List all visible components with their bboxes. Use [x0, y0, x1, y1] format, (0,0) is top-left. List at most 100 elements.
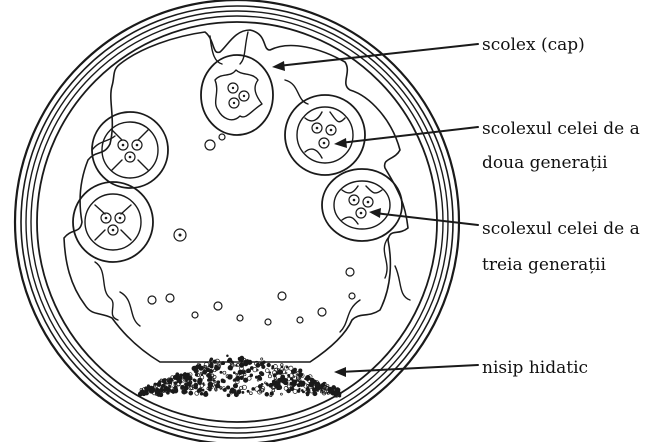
- sand-grain: [252, 389, 254, 391]
- sand-grain: [281, 366, 283, 368]
- sand-grain: [203, 370, 207, 374]
- sand-grain: [257, 375, 261, 379]
- sand-grain: [198, 388, 202, 392]
- sand-grain: [286, 366, 288, 368]
- sand-grain: [283, 381, 286, 384]
- sand-grain: [157, 382, 161, 386]
- sand-grain: [205, 391, 208, 394]
- sand-grain: [240, 376, 244, 380]
- sand-grain: [226, 386, 229, 389]
- sand-grain: [298, 373, 302, 377]
- sand-grain: [233, 372, 235, 374]
- sand-grain: [220, 371, 222, 373]
- sand-grain: [203, 383, 205, 385]
- sand-grain: [267, 363, 271, 367]
- sand-grain: [194, 379, 197, 382]
- sand-grain: [306, 393, 309, 396]
- sand-grain: [250, 392, 253, 395]
- sand-grain: [206, 368, 209, 371]
- label-third-generation-line2: treia generații: [482, 255, 606, 275]
- brood-capsule-left: [73, 182, 153, 262]
- sand-grain: [207, 379, 210, 382]
- sand-grain: [331, 389, 333, 391]
- sand-grain: [272, 389, 275, 392]
- sand-grain: [242, 391, 244, 393]
- sand-grain: [320, 387, 322, 389]
- label-second-generation-line2: doua generații: [482, 153, 608, 173]
- sand-grain: [186, 387, 188, 389]
- sand-grain: [315, 382, 320, 387]
- sand-grain: [275, 385, 278, 388]
- sand-grain: [312, 387, 314, 389]
- sand-grain: [227, 355, 229, 357]
- sand-grain: [223, 371, 226, 374]
- sand-grain: [291, 370, 295, 374]
- sand-grain: [222, 362, 225, 365]
- sand-grain: [185, 391, 187, 393]
- sand-grain: [250, 367, 253, 370]
- label-second-generation-line1: scolexul celei de a: [482, 119, 640, 139]
- sand-grain: [299, 388, 301, 390]
- sand-grain: [269, 372, 271, 374]
- sand-grain: [209, 363, 213, 367]
- sand-grain: [160, 379, 162, 381]
- sand-grain: [223, 388, 226, 391]
- sand-grain: [198, 378, 203, 383]
- sand-grain: [227, 394, 230, 397]
- sand-grain: [268, 375, 271, 378]
- sand-grain: [192, 385, 194, 387]
- sand-grain: [217, 384, 219, 386]
- sand-grain: [217, 381, 220, 384]
- sand-grain: [210, 358, 213, 361]
- sand-grain: [177, 382, 180, 385]
- sand-grain: [265, 392, 269, 396]
- sand-grain: [230, 368, 232, 370]
- sand-grain: [293, 389, 297, 393]
- sand-grain: [316, 387, 318, 389]
- sand-grain: [272, 367, 274, 369]
- sand-grain: [141, 390, 144, 393]
- sand-grain: [264, 382, 266, 384]
- sand-grain: [287, 385, 290, 388]
- sand-grain: [195, 374, 198, 377]
- sand-grain: [250, 374, 253, 377]
- sand-grain: [286, 379, 288, 381]
- sand-grain: [185, 383, 188, 386]
- sand-grain: [200, 372, 202, 374]
- sand-grain: [323, 383, 325, 385]
- sand-grain: [247, 377, 251, 381]
- sand-grain: [174, 386, 177, 389]
- label-hydatid-sand: nisip hidatic: [482, 358, 588, 378]
- sand-grain: [194, 386, 197, 389]
- sand-grain: [247, 390, 249, 392]
- sand-grain: [261, 358, 263, 360]
- sand-grain: [176, 374, 179, 377]
- sand-grain: [246, 360, 249, 363]
- sand-grain: [265, 369, 269, 373]
- sand-grain: [213, 360, 216, 363]
- brood-capsule-upper-right: [285, 95, 365, 175]
- sand-grain: [261, 372, 264, 375]
- sand-grain: [196, 365, 200, 369]
- sand-grain: [154, 389, 156, 391]
- sand-grain: [256, 363, 260, 367]
- sand-grain: [328, 389, 330, 391]
- sand-grain: [177, 378, 180, 381]
- brood-capsule-right: [322, 169, 402, 241]
- sand-grain: [189, 391, 193, 395]
- sand-grain: [181, 385, 184, 388]
- sand-grain: [301, 390, 303, 392]
- sand-grain: [301, 385, 303, 387]
- sand-grain: [234, 379, 236, 381]
- sand-grain: [154, 383, 157, 386]
- sand-grain: [261, 383, 263, 385]
- sand-grain: [280, 393, 282, 395]
- sand-grain: [294, 380, 297, 383]
- sand-grain: [228, 358, 232, 362]
- sand-grain: [220, 363, 222, 365]
- sand-grain: [299, 369, 302, 372]
- sand-grain: [273, 374, 276, 377]
- sand-grain: [183, 373, 188, 378]
- sand-grain: [200, 392, 203, 395]
